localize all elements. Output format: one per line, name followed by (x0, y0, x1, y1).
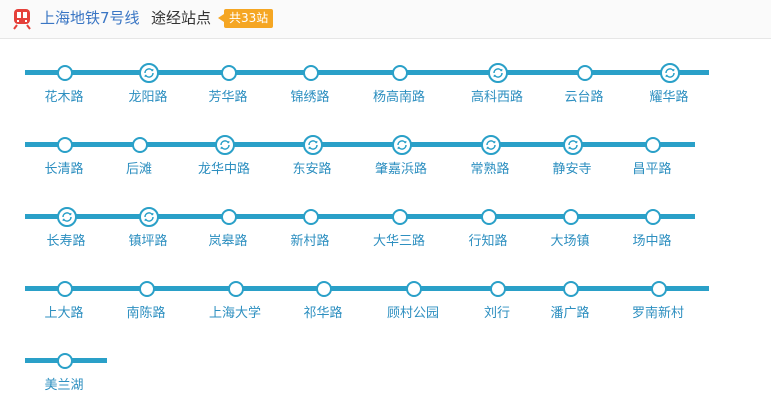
transfer-station-icon (215, 135, 235, 155)
station-dot-icon (563, 281, 579, 297)
line-segment (25, 214, 695, 219)
section-title: 途经站点 (151, 9, 212, 27)
station-dot-icon (392, 65, 408, 81)
station-name[interactable]: 肇嘉浜路 (374, 162, 427, 177)
line-segment (25, 286, 709, 291)
station-name[interactable]: 龙阳路 (128, 90, 168, 105)
station-dot-icon (392, 209, 408, 225)
station-name[interactable]: 岚皋路 (208, 234, 248, 249)
station-name[interactable]: 耀华路 (649, 90, 689, 105)
station-row: 长寿路 镇坪路 岚皋路 新村路 大华三路 行知路 大场镇 场中路 (0, 204, 771, 254)
station-dot-icon (563, 209, 579, 225)
station-dot-icon (221, 65, 237, 81)
station-name[interactable]: 祁华路 (303, 306, 343, 321)
station-dot-icon (221, 209, 237, 225)
station-name[interactable]: 高科西路 (470, 90, 523, 105)
station-dot-icon (57, 353, 73, 369)
header-bar: 上海地铁7号线 途经站点 共33站 (0, 0, 771, 39)
station-name[interactable]: 顾村公园 (386, 306, 439, 321)
station-name[interactable]: 镇坪路 (128, 234, 168, 249)
station-name[interactable]: 行知路 (468, 234, 508, 249)
transfer-station-icon (139, 63, 159, 83)
station-dot-icon (651, 281, 667, 297)
station-name[interactable]: 潘广路 (550, 306, 590, 321)
station-name[interactable]: 长寿路 (46, 234, 86, 249)
station-dot-icon (139, 281, 155, 297)
station-dot-icon (577, 65, 593, 81)
station-dot-icon (57, 281, 73, 297)
station-name[interactable]: 场中路 (632, 234, 672, 249)
station-name[interactable]: 锦绣路 (290, 90, 330, 105)
transfer-station-icon (139, 207, 159, 227)
transfer-station-icon (563, 135, 583, 155)
station-name[interactable]: 昌平路 (632, 162, 672, 177)
station-row: 美兰湖 (0, 348, 771, 398)
station-name[interactable]: 罗南新村 (631, 306, 684, 321)
transfer-station-icon (303, 135, 323, 155)
line-segment (25, 70, 709, 75)
station-dot-icon (645, 209, 661, 225)
station-dot-icon (303, 209, 319, 225)
line-title[interactable]: 上海地铁7号线 (40, 9, 140, 27)
station-name[interactable]: 芳华路 (208, 90, 248, 105)
station-name[interactable]: 南陈路 (126, 306, 166, 321)
station-name[interactable]: 后滩 (125, 162, 152, 177)
station-name[interactable]: 静安寺 (552, 162, 592, 177)
station-name[interactable]: 大华三路 (372, 234, 425, 249)
station-dot-icon (303, 65, 319, 81)
station-name[interactable]: 大场镇 (550, 234, 590, 249)
transfer-station-icon (481, 135, 501, 155)
station-dot-icon (228, 281, 244, 297)
station-dot-icon (481, 209, 497, 225)
transfer-station-icon (660, 63, 680, 83)
station-dot-icon (57, 137, 73, 153)
transfer-station-icon (488, 63, 508, 83)
train-icon (13, 9, 31, 30)
station-count-badge: 共33站 (217, 9, 274, 28)
station-name[interactable]: 花木路 (44, 90, 84, 105)
station-name[interactable]: 美兰湖 (44, 378, 84, 393)
station-name[interactable]: 刘行 (483, 306, 510, 321)
transfer-station-icon (392, 135, 412, 155)
station-dot-icon (316, 281, 332, 297)
station-dot-icon (406, 281, 422, 297)
station-name[interactable]: 东安路 (292, 162, 332, 177)
station-row: 上大路 南陈路 上海大学 祁华路 顾村公园 刘行 潘广路 罗南新村 (0, 276, 771, 326)
station-name[interactable]: 上大路 (44, 306, 84, 321)
station-name[interactable]: 龙华中路 (197, 162, 250, 177)
station-dot-icon (57, 65, 73, 81)
station-name[interactable]: 杨高南路 (372, 90, 425, 105)
station-dot-icon (490, 281, 506, 297)
transfer-station-icon (57, 207, 77, 227)
station-name[interactable]: 常熟路 (470, 162, 510, 177)
line-segment (25, 142, 695, 147)
station-name[interactable]: 新村路 (290, 234, 330, 249)
station-dot-icon (645, 137, 661, 153)
station-dot-icon (132, 137, 148, 153)
station-name[interactable]: 云台路 (564, 90, 604, 105)
station-row: 长清路 后滩 龙华中路 东安路 肇嘉浜路 常熟路 静安寺 昌平路 (0, 132, 771, 182)
station-name[interactable]: 长清路 (44, 162, 84, 177)
station-row: 花木路 龙阳路 芳华路 锦绣路 杨高南路 高科西路 云台路 耀华路 (0, 60, 771, 110)
station-name[interactable]: 上海大学 (208, 306, 261, 321)
